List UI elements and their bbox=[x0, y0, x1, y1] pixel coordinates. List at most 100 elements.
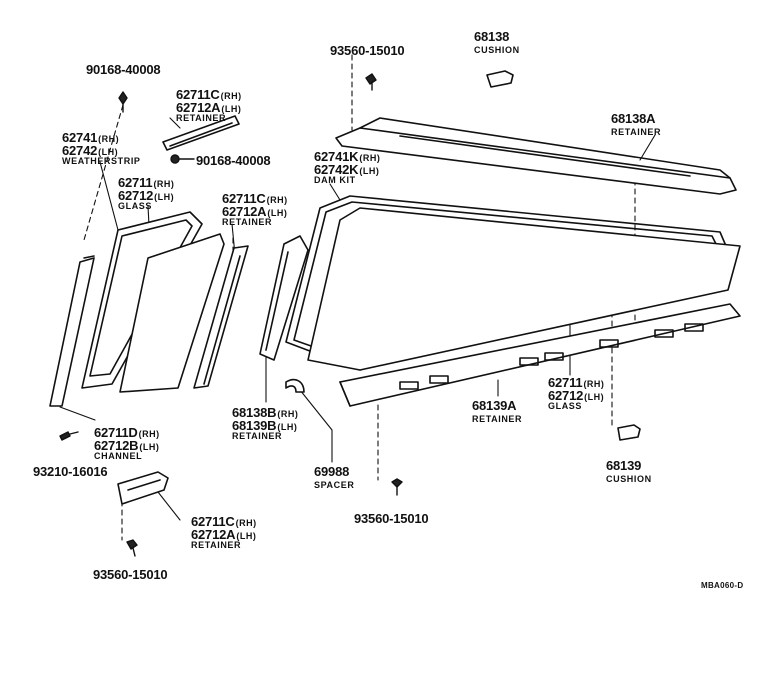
label-90168-40008-top: 90168-40008 bbox=[86, 62, 161, 78]
label-62711c-62712a-retainer-mid: 62711C(RH) 62712A(LH) RETAINER bbox=[222, 191, 288, 227]
part-number: 93210-16016 bbox=[33, 464, 108, 479]
part-number: 90168-40008 bbox=[86, 62, 161, 77]
label-62711c-62712a-retainer-bottom: 62711C(RH) 62712A(LH) RETAINER bbox=[191, 514, 257, 550]
reference-code-text: MBA060-D bbox=[701, 581, 744, 590]
label-68138-cushion: 68138 CUSHION bbox=[474, 29, 520, 55]
label-68138a-retainer: 68138A RETAINER bbox=[611, 111, 661, 137]
part-description: RETAINER bbox=[611, 127, 662, 137]
part-suffix-alt: (LH) bbox=[236, 531, 257, 541]
part-number: 62741K bbox=[314, 149, 359, 164]
part-suffix: (RH) bbox=[220, 91, 242, 101]
part-number: 68138A bbox=[611, 111, 656, 126]
part-number: 93560-15010 bbox=[354, 511, 429, 526]
part-number: 62741 bbox=[62, 130, 98, 145]
label-93560-15010-top: 93560-15010 bbox=[330, 43, 405, 59]
part-suffix-alt: (LH) bbox=[277, 422, 298, 432]
spacer-69988 bbox=[285, 378, 305, 393]
retainer-68138b bbox=[259, 235, 309, 361]
label-68139a-retainer: 68139A RETAINER bbox=[472, 398, 522, 424]
part-description: RETAINER bbox=[472, 414, 523, 424]
part-description: CUSHION bbox=[606, 474, 652, 484]
part-number: 93560-15010 bbox=[93, 567, 168, 582]
label-62711-62712-glass-left: 62711(RH) 62712(LH) GLASS bbox=[118, 175, 174, 211]
label-93560-15010-mid: 93560-15010 bbox=[354, 511, 429, 527]
reference-code: MBA060-D bbox=[701, 576, 743, 592]
label-62711-62712-glass-right: 62711(RH) 62712(LH) GLASS bbox=[548, 375, 604, 411]
part-number: 90168-40008 bbox=[196, 153, 271, 168]
part-suffix: (RH) bbox=[583, 379, 605, 389]
part-number: 69988 bbox=[314, 464, 350, 479]
part-number-alt: 62712A bbox=[222, 204, 267, 219]
part-suffix: (RH) bbox=[359, 153, 381, 163]
part-number-alt: 62712A bbox=[191, 527, 236, 542]
part-suffix-alt: (LH) bbox=[139, 442, 160, 452]
part-description: RETAINER bbox=[232, 431, 283, 441]
part-number: 68138B bbox=[232, 405, 277, 420]
part-description: CUSHION bbox=[474, 45, 520, 55]
label-93560-15010-bottom: 93560-15010 bbox=[93, 567, 168, 583]
part-description: GLASS bbox=[118, 201, 153, 211]
part-suffix-alt: (LH) bbox=[221, 104, 242, 114]
label-68139-cushion: 68139 CUSHION bbox=[606, 458, 652, 484]
cushion-68139 bbox=[617, 424, 641, 441]
screw-93560-bottom bbox=[126, 539, 138, 557]
label-62741k-62742k-damkit: 62741K(RH) 62742K(LH) DAM KIT bbox=[314, 149, 380, 185]
part-suffix: (RH) bbox=[277, 409, 299, 419]
cushion-68138 bbox=[486, 70, 514, 88]
part-suffix: (RH) bbox=[138, 429, 160, 439]
part-number: 62711C bbox=[191, 514, 235, 529]
part-suffix-alt: (LH) bbox=[154, 192, 175, 202]
part-number-alt: 68139B bbox=[232, 418, 277, 433]
part-number-alt: 62742 bbox=[62, 143, 98, 158]
part-suffix: (RH) bbox=[266, 195, 288, 205]
label-68138b-68139b-retainer: 68138B(RH) 68139B(LH) RETAINER bbox=[232, 405, 298, 441]
part-description: CHANNEL bbox=[94, 451, 143, 461]
part-number: 62711D bbox=[94, 425, 138, 440]
label-69988-spacer: 69988 SPACER bbox=[314, 464, 354, 490]
screw-93560-top bbox=[365, 73, 377, 91]
label-93210-16016: 93210-16016 bbox=[33, 464, 108, 480]
retainer-68138a bbox=[335, 117, 737, 195]
retainer-vertical-mid bbox=[193, 245, 249, 389]
part-number: 68138 bbox=[474, 29, 510, 44]
part-number: 68139 bbox=[606, 458, 642, 473]
part-number: 62711C bbox=[222, 191, 266, 206]
part-suffix-alt: (LH) bbox=[359, 166, 380, 176]
part-number-alt: 62712 bbox=[548, 388, 584, 403]
part-suffix-alt: (LH) bbox=[267, 208, 288, 218]
glass-right bbox=[307, 207, 741, 371]
part-number-alt: 62712 bbox=[118, 188, 154, 203]
part-description: SPACER bbox=[314, 480, 355, 490]
screw-93560-mid bbox=[391, 478, 403, 496]
label-90168-40008-mid: 90168-40008 bbox=[196, 153, 271, 169]
part-number: 62711 bbox=[548, 375, 583, 390]
part-description: RETAINER bbox=[191, 540, 242, 550]
part-description: DAM KIT bbox=[314, 175, 356, 185]
part-suffix-alt: (LH) bbox=[584, 392, 605, 402]
part-number: 93560-15010 bbox=[330, 43, 405, 58]
part-number: 62711C bbox=[176, 87, 220, 102]
retainer-68139a bbox=[339, 303, 741, 407]
retainer-small-top bbox=[162, 115, 240, 151]
part-description: WEATHERSTRIP bbox=[62, 156, 141, 166]
part-number-alt: 62712A bbox=[176, 100, 221, 115]
part-number: 68139A bbox=[472, 398, 517, 413]
screw-93210 bbox=[59, 431, 79, 441]
screw-90168-mid bbox=[170, 154, 195, 164]
screw-90168-top bbox=[118, 91, 128, 113]
part-description: RETAINER bbox=[176, 113, 227, 123]
part-suffix: (RH) bbox=[153, 179, 175, 189]
part-description: GLASS bbox=[548, 401, 583, 411]
label-62741-62742-weatherstrip: 62741(RH) 62742(LH) WEATHERSTRIP bbox=[62, 130, 141, 166]
label-leaders bbox=[59, 117, 656, 521]
part-suffix: (RH) bbox=[98, 134, 120, 144]
part-suffix: (RH) bbox=[235, 518, 257, 528]
label-62711c-62712a-retainer-top: 62711C(RH) 62712A(LH) RETAINER bbox=[176, 87, 242, 123]
part-number-alt: 62742K bbox=[314, 162, 359, 177]
part-number: 62711 bbox=[118, 175, 153, 190]
channel-62711d bbox=[49, 255, 95, 407]
part-number-alt: 62712B bbox=[94, 438, 139, 453]
label-62711d-62712b-channel: 62711D(RH) 62712B(LH) CHANNEL bbox=[94, 425, 160, 461]
